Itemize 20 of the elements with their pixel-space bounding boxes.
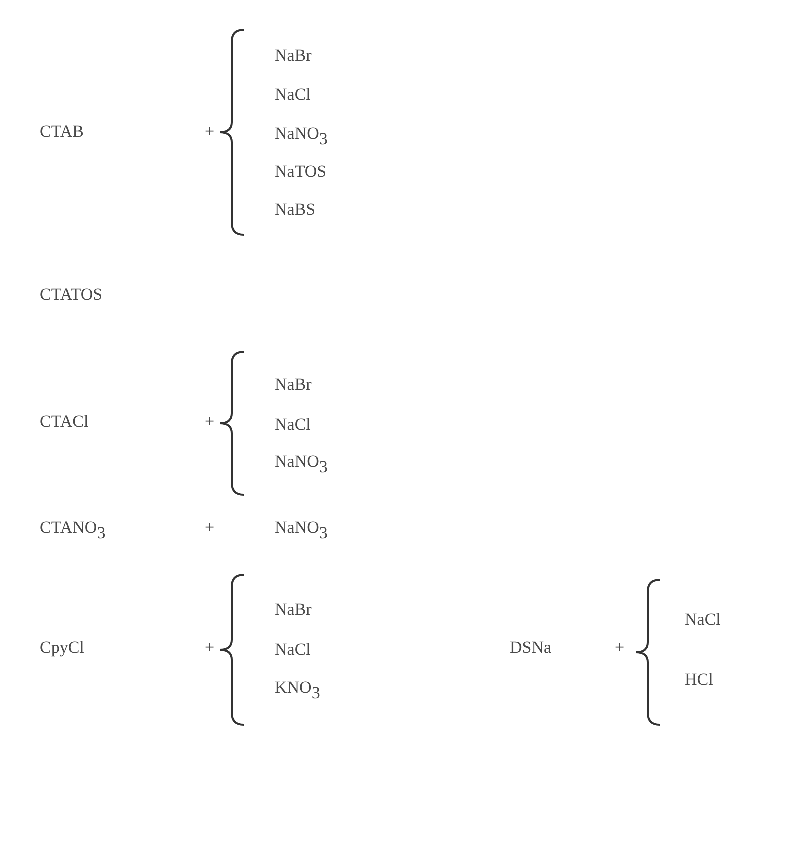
formula-label: CTACl: [40, 412, 89, 432]
formula-label: DSNa: [510, 638, 552, 658]
formula-label: NaBr: [275, 46, 312, 66]
formula-label: +: [205, 412, 215, 432]
formula-label: +: [205, 518, 215, 538]
formula-label: +: [205, 122, 215, 142]
formula-label: NaBr: [275, 374, 312, 396]
formula-label: HCl: [685, 670, 714, 690]
formula-label: NaCl: [275, 414, 311, 436]
formula-label: NaCl: [275, 84, 311, 106]
formula-label: +: [205, 638, 215, 658]
formula-label: NaTOS: [275, 162, 327, 182]
formula-label: CpyCl: [40, 638, 84, 658]
formula-label: CTATOS: [40, 284, 103, 306]
formula-label: CTAB: [40, 122, 84, 142]
formula-label: NaCl: [275, 640, 311, 660]
formula-label: NaCl: [685, 610, 721, 630]
formula-label: +: [615, 638, 625, 658]
formula-label: NaBS: [275, 200, 316, 220]
formula-label: NaBr: [275, 600, 312, 620]
